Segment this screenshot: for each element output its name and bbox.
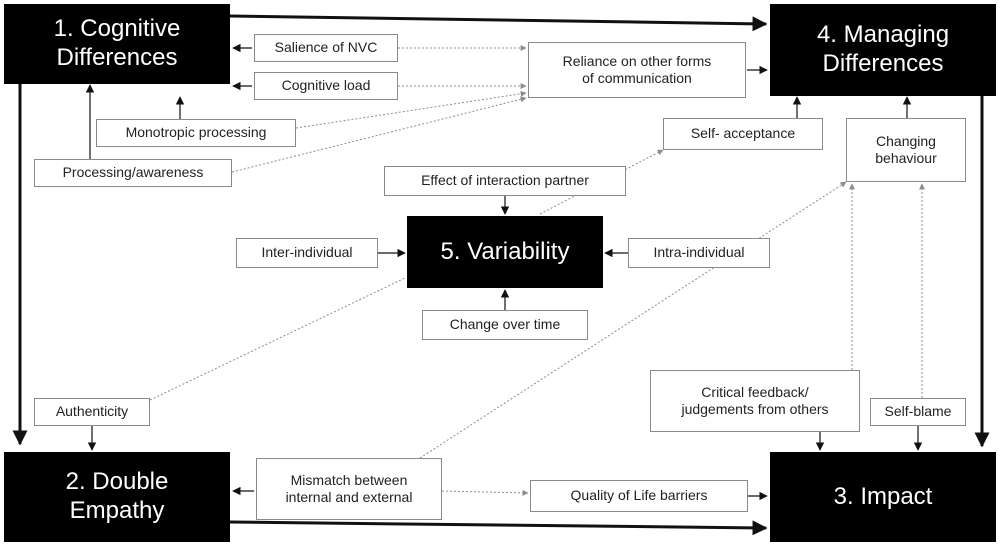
subtheme-change-over-time-label: Change over time — [449, 316, 561, 333]
theme-double-empathy-label: 2. Double Empathy — [65, 468, 169, 524]
subtheme-change-over-time: Change over time — [422, 310, 588, 340]
theme-double-empathy: 2. Double Empathy — [4, 452, 230, 542]
subtheme-self-acceptance-label: Self- acceptance — [690, 125, 796, 142]
subtheme-self-blame: Self-blame — [870, 398, 966, 426]
subtheme-self-blame-label: Self-blame — [884, 403, 952, 420]
subtheme-self-acceptance: Self- acceptance — [663, 118, 823, 150]
subtheme-reliance-on-other-forms-label: Reliance on other forms of communication — [562, 52, 712, 87]
subtheme-authenticity-label: Authenticity — [55, 403, 129, 420]
subtheme-quality-of-life-barriers: Quality of Life barriers — [530, 480, 748, 512]
subtheme-inter-individual-label: Inter-individual — [261, 244, 353, 261]
subtheme-salience-of-nvc: Salience of NVC — [254, 34, 398, 62]
theme-managing-differences: 4. Managing Differences — [770, 4, 996, 96]
subtheme-processing-awareness-label: Processing/awareness — [62, 164, 204, 181]
theme-variability-label: 5. Variability — [440, 237, 570, 265]
subtheme-inter-individual: Inter-individual — [236, 238, 378, 268]
arrow-cognitive-to-managing — [229, 14, 768, 32]
subtheme-critical-feedback: Critical feedback/ judgements from other… — [650, 370, 860, 432]
arrow-double-empathy-to-impact — [229, 520, 768, 536]
subtheme-intra-individual-label: Intra-individual — [653, 244, 745, 261]
theme-cognitive-differences: 1. Cognitive Differences — [4, 4, 230, 84]
subtheme-changing-behaviour: Changing behaviour — [846, 118, 966, 182]
subtheme-cognitive-load: Cognitive load — [254, 72, 398, 100]
theme-managing-differences-label: 4. Managing Differences — [816, 21, 950, 77]
theme-variability: 5. Variability — [407, 216, 603, 288]
subtheme-effect-of-interaction-partner-label: Effect of interaction partner — [421, 172, 589, 189]
subtheme-mismatch-label: Mismatch between internal and external — [285, 471, 413, 506]
theme-impact-label: 3. Impact — [833, 482, 933, 510]
theme-impact: 3. Impact — [770, 452, 996, 542]
dotted-mismatch-to-qol — [441, 489, 529, 496]
subtheme-effect-of-interaction-partner: Effect of interaction partner — [384, 166, 626, 196]
subtheme-authenticity: Authenticity — [34, 398, 150, 426]
dotted-authenticity-to-variability — [149, 277, 406, 401]
subtheme-cognitive-load-label: Cognitive load — [281, 77, 371, 94]
dotted-processing-to-reliance — [231, 96, 527, 173]
subtheme-monotropic-processing-label: Monotropic processing — [125, 124, 267, 141]
theme-cognitive-differences-label: 1. Cognitive Differences — [53, 15, 181, 71]
subtheme-intra-individual: Intra-individual — [628, 238, 770, 268]
subtheme-monotropic-processing: Monotropic processing — [96, 119, 296, 147]
dotted-monotropic-to-reliance — [295, 90, 527, 129]
subtheme-changing-behaviour-label: Changing behaviour — [875, 132, 937, 167]
subtheme-salience-of-nvc-label: Salience of NVC — [274, 39, 378, 56]
subtheme-mismatch: Mismatch between internal and external — [256, 458, 442, 520]
subtheme-critical-feedback-label: Critical feedback/ judgements from other… — [681, 383, 829, 418]
dotted-mismatch-to-changing — [419, 181, 847, 459]
subtheme-reliance-on-other-forms: Reliance on other forms of communication — [528, 42, 746, 98]
subtheme-quality-of-life-barriers-label: Quality of Life barriers — [570, 487, 708, 504]
subtheme-processing-awareness: Processing/awareness — [34, 159, 232, 187]
